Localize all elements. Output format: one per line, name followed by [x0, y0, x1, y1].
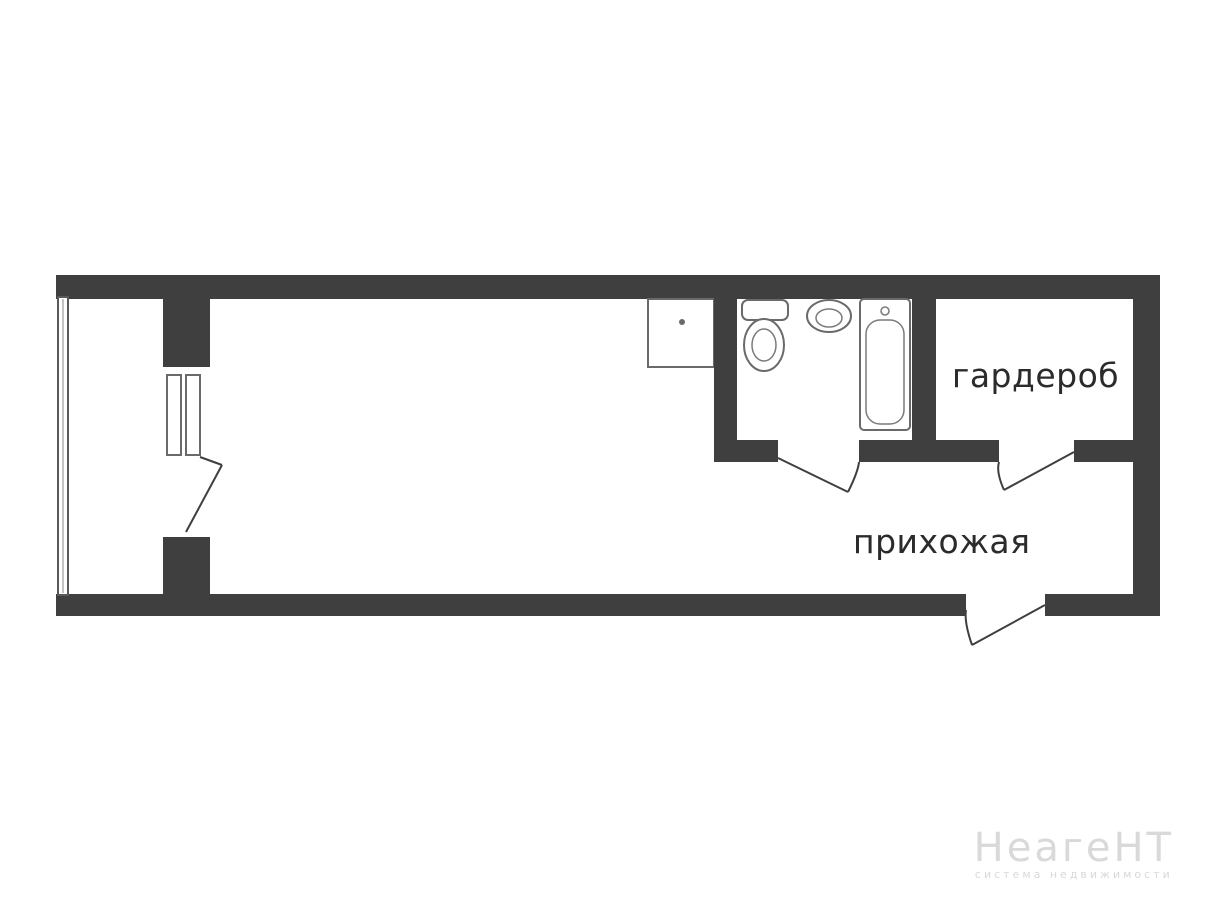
partition-wall-lower	[163, 537, 210, 597]
balcony-door-leaf	[185, 464, 223, 533]
wall-bottom-right	[1045, 594, 1160, 616]
toilet-bowl	[743, 318, 785, 372]
watermark-logo: НеагеНТ система недвижимости	[974, 828, 1174, 882]
wardrobe-wall-bottom-right	[1074, 440, 1136, 462]
wardrobe-wall-left	[912, 297, 936, 462]
washbasin-bowl	[815, 308, 843, 328]
partition-wall-upper	[163, 297, 210, 367]
balcony-door-leaf-2	[199, 456, 223, 466]
watermark-brand: НеагеНТ	[973, 825, 1174, 871]
wardrobe-door	[997, 451, 1075, 491]
bathtub-inner	[865, 319, 905, 425]
wall-bottom-left	[56, 594, 966, 616]
kitchen-sink-drain	[679, 319, 685, 325]
balcony-door-frame-2	[185, 374, 201, 456]
toilet-tank	[741, 299, 789, 321]
wall-right	[1133, 275, 1160, 616]
bathtub-tap	[880, 306, 890, 316]
bathtub	[859, 298, 911, 431]
toilet-seat	[751, 328, 777, 362]
room-label-wardrobe: гардероб	[952, 356, 1120, 395]
wall-top	[56, 275, 1160, 299]
watermark-tagline: система недвижимости	[974, 868, 1173, 881]
balcony-door-frame	[166, 374, 182, 456]
washbasin	[806, 299, 852, 333]
entrance-door	[964, 604, 1046, 646]
room-label-hallway: прихожая	[853, 522, 1031, 561]
bathroom-wall-bottom-left	[714, 440, 778, 462]
bathroom-wall-left	[714, 297, 737, 462]
bathroom-door	[777, 457, 860, 493]
kitchen-sink	[647, 298, 715, 368]
